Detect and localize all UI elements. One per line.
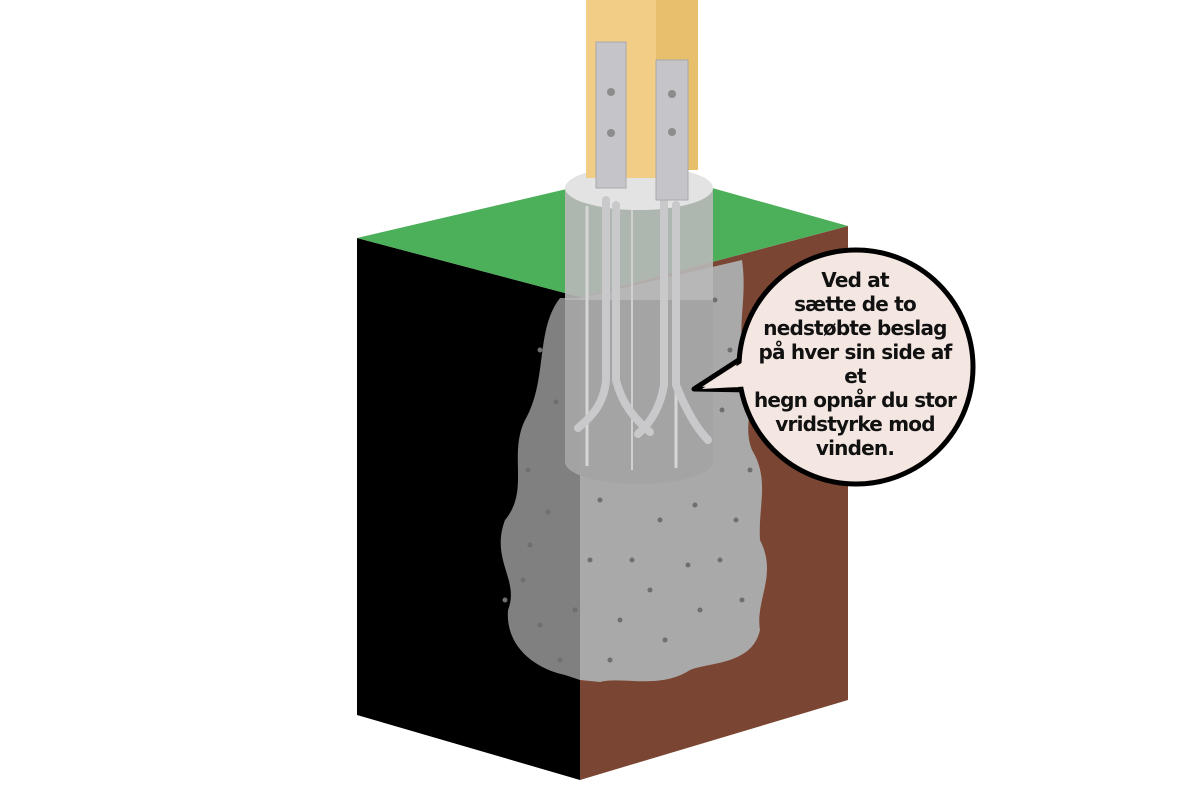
aggregate-dot bbox=[587, 557, 593, 563]
aggregate-dot bbox=[525, 467, 531, 473]
bracket-leg-right-1 bbox=[634, 196, 668, 438]
aggregate-dot bbox=[657, 517, 663, 523]
concrete-mass-front bbox=[500, 298, 580, 680]
bracket-right-screw-1 bbox=[668, 90, 676, 98]
aggregate-dot bbox=[520, 577, 526, 583]
speech-bubble-tail-cover bbox=[702, 358, 754, 389]
aggregate-dot bbox=[527, 542, 533, 548]
aggregate-dot bbox=[502, 597, 508, 603]
metal-brackets bbox=[595, 41, 689, 201]
bracket-right-screw-2 bbox=[668, 128, 676, 136]
speech-bubble bbox=[691, 247, 976, 487]
bracket-left-screw-1 bbox=[607, 88, 615, 96]
aggregate-dot bbox=[537, 347, 543, 353]
aggregate-dot bbox=[629, 557, 635, 563]
embedded-brackets bbox=[574, 196, 712, 444]
bracket-leg-left-1 bbox=[574, 196, 610, 432]
callout-text: Ved at sætte de to nedstøbte beslag på h… bbox=[753, 268, 957, 460]
aggregate-dot bbox=[727, 347, 733, 353]
aggregate-dot bbox=[712, 297, 718, 303]
aggregate-dot bbox=[719, 407, 725, 413]
aggregate-dot bbox=[617, 617, 623, 623]
aggregate-dot bbox=[739, 597, 745, 603]
aggregate-dots bbox=[502, 297, 753, 663]
aggregate-dot bbox=[557, 657, 563, 663]
aggregate-dot bbox=[647, 587, 653, 593]
aggregate-dot bbox=[747, 467, 753, 473]
aggregate-dot bbox=[692, 502, 698, 508]
aggregate-dot bbox=[545, 509, 551, 515]
bracket-left bbox=[595, 41, 627, 189]
aggregate-dot bbox=[553, 399, 559, 405]
aggregate-dot bbox=[717, 557, 723, 563]
aggregate-dot bbox=[572, 607, 578, 613]
aggregate-dot bbox=[597, 497, 603, 503]
aggregate-dot bbox=[607, 657, 613, 663]
bracket-left-screw-2 bbox=[607, 129, 615, 137]
aggregate-dot bbox=[685, 562, 691, 568]
bracket-leg-right-2 bbox=[672, 201, 712, 444]
aggregate-dot bbox=[733, 517, 739, 523]
aggregate-dot bbox=[697, 607, 703, 613]
aggregate-dot bbox=[662, 637, 668, 643]
aggregate-dot bbox=[537, 622, 543, 628]
